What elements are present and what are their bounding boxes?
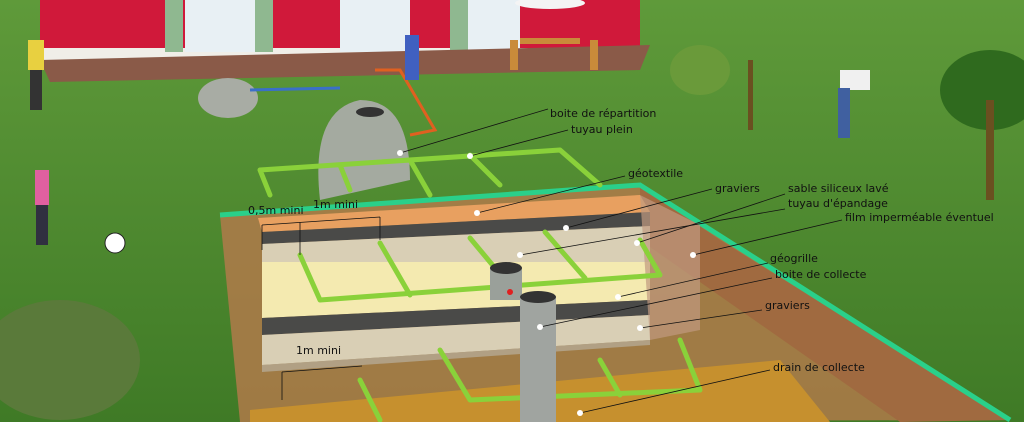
label-solid-pipe: tuyau plein: [571, 123, 633, 136]
label-geotextile: géotextile: [628, 167, 683, 180]
label-spreading-pipe: tuyau d'épandage: [788, 197, 888, 210]
collection-box: [490, 262, 522, 300]
label-geogrid: géogrille: [770, 252, 818, 265]
dim-depth-top: 0,5m mini: [248, 204, 304, 217]
people: [28, 35, 870, 254]
septic-tank: [198, 68, 438, 200]
label-waterproof-film: film imperméable éventuel: [845, 211, 994, 224]
label-dots: [397, 150, 696, 416]
label-gravel-bottom: graviers: [765, 299, 810, 312]
dim-spacing-top: 1m mini: [313, 198, 358, 211]
garden-table: [510, 0, 598, 70]
dim-spacing-bottom: 1m mini: [296, 344, 341, 357]
trees: [0, 45, 1024, 420]
collection-drain: [520, 291, 556, 422]
label-gravel-top: graviers: [715, 182, 760, 195]
leader-lines: [399, 108, 843, 414]
spreading-pipes: [257, 147, 703, 422]
dimension-marks: [261, 216, 381, 400]
house: [40, 0, 650, 82]
label-silica-sand: sable siliceux lavé: [788, 182, 889, 195]
label-collection-box: boite de collecte: [775, 268, 867, 281]
label-collection-drain: drain de collecte: [773, 361, 865, 374]
label-distribution-box: boite de répartition: [550, 107, 656, 120]
